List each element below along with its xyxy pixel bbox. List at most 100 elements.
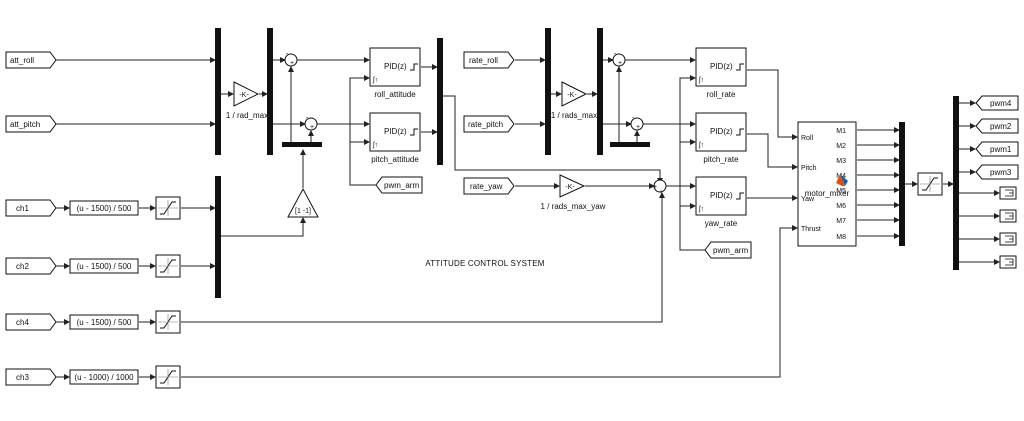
saturation-block-ch3[interactable] <box>155 365 181 389</box>
from-tag-ch1[interactable]: ch1 <box>5 199 57 217</box>
svg-text:pwm4: pwm4 <box>990 99 1012 108</box>
svg-text:1 / rads_max: 1 / rads_max <box>551 111 597 120</box>
goto-tag-pwm4[interactable]: pwm4 <box>975 95 1019 111</box>
goto-tag-pwm2[interactable]: pwm2 <box>975 118 1019 134</box>
terminator-m7[interactable] <box>999 232 1017 246</box>
svg-text:(u - 1500) / 500: (u - 1500) / 500 <box>77 262 132 271</box>
bus-att-feedback <box>282 142 322 147</box>
svg-text:PID(z): PID(z) <box>710 62 733 71</box>
svg-text:ʃ↑: ʃ↑ <box>698 206 704 213</box>
sum-block-pitch-rate[interactable]: - + <box>630 115 644 131</box>
fcn-block-ch3[interactable]: (u - 1000) / 1000 <box>69 369 139 385</box>
svg-text:PID(z): PID(z) <box>710 191 733 200</box>
goto-tag-pwm-arm-attitude[interactable]: pwm_arm <box>375 176 423 194</box>
svg-text:ʃ↑: ʃ↑ <box>698 77 704 84</box>
svg-text:M5: M5 <box>836 188 846 195</box>
svg-text:PID(z): PID(z) <box>710 127 733 136</box>
saturation-block-motor[interactable] <box>917 172 943 196</box>
svg-text:PID(z): PID(z) <box>384 62 407 71</box>
svg-text:ch3: ch3 <box>16 373 29 382</box>
from-tag-rate-roll[interactable]: rate_roll <box>463 51 515 69</box>
goto-tag-pwm1[interactable]: pwm1 <box>975 141 1019 157</box>
goto-tag-pwm-arm-rate[interactable]: pwm_arm <box>704 241 752 259</box>
svg-text:M7: M7 <box>836 218 846 225</box>
svg-text:+: + <box>659 189 663 196</box>
svg-text:-: - <box>286 51 289 58</box>
sum-block-roll-att[interactable]: - + <box>284 51 298 67</box>
from-tag-att-pitch[interactable]: att_pitch <box>5 115 57 133</box>
svg-text:+: + <box>290 60 294 67</box>
pid-block-pitch-rate[interactable]: PID(z) ʃ↑ pitch_rate <box>695 112 747 164</box>
diagram-title: ATTITUDE CONTROL SYSTEM <box>425 259 544 268</box>
svg-text:+: + <box>618 60 622 67</box>
svg-text:pwm_arm: pwm_arm <box>384 181 419 190</box>
svg-text:M6: M6 <box>836 203 846 210</box>
svg-text:rate_yaw: rate_yaw <box>470 182 503 191</box>
svg-text:-: - <box>306 115 309 122</box>
demux-motor <box>953 96 959 270</box>
matlab-function-icon <box>836 174 848 186</box>
saturation-block-ch2[interactable] <box>155 254 181 278</box>
sum-block-pitch-att[interactable]: - + <box>304 115 318 131</box>
mux-motor <box>899 122 905 246</box>
motor-mixer-block[interactable]: Roll Pitch Yaw Thrust M1 M2 M3 M4 M5 M6 … <box>797 121 857 247</box>
svg-text:-K-: -K- <box>565 184 575 191</box>
demux-rate <box>597 28 603 155</box>
svg-text:Thrust: Thrust <box>801 226 821 233</box>
terminator-m6[interactable] <box>999 209 1017 223</box>
svg-text:(u - 1000) / 1000: (u - 1000) / 1000 <box>74 373 134 382</box>
svg-text:-K-: -K- <box>239 92 249 99</box>
svg-text:1 / rad_max: 1 / rad_max <box>226 111 268 120</box>
bus-rate-feedback <box>610 142 650 147</box>
gain-block-rads-max[interactable]: -K- 1 / rads_max <box>551 81 597 120</box>
sum-block-yaw[interactable]: + + <box>653 179 667 196</box>
svg-text:ch1: ch1 <box>16 204 29 213</box>
from-tag-ch3[interactable]: ch3 <box>5 368 57 386</box>
svg-text:M2: M2 <box>836 143 846 150</box>
pid-block-roll-rate[interactable]: PID(z) ʃ↑ roll_rate <box>695 47 747 99</box>
svg-text:M3: M3 <box>836 158 846 165</box>
gain-block-rads-max-yaw[interactable]: -K- 1 / rads_max_yaw <box>541 174 606 211</box>
pid-block-pitch-attitude[interactable]: PID(z) ʃ↑ pitch_attitude <box>369 112 421 164</box>
svg-text:Yaw: Yaw <box>801 196 815 203</box>
svg-text:pwm3: pwm3 <box>990 168 1012 177</box>
from-tag-ch4[interactable]: ch4 <box>5 313 57 331</box>
svg-text:att_roll: att_roll <box>10 56 34 65</box>
svg-text:pwm_arm: pwm_arm <box>713 246 748 255</box>
gain-block-matrix[interactable]: [1 -1] <box>287 187 319 218</box>
goto-tag-pwm3[interactable]: pwm3 <box>975 164 1019 180</box>
svg-text:M8: M8 <box>836 234 846 241</box>
svg-text:+: + <box>310 124 314 131</box>
pid-block-yaw-rate[interactable]: PID(z) ʃ↑ yaw_rate <box>695 176 747 228</box>
svg-text:[1 -1]: [1 -1] <box>295 208 311 215</box>
svg-text:att_pitch: att_pitch <box>10 120 40 129</box>
fcn-block-ch4[interactable]: (u - 1500) / 500 <box>69 314 139 330</box>
svg-text:pwm2: pwm2 <box>990 122 1012 131</box>
from-tag-att-roll[interactable]: att_roll <box>5 51 57 69</box>
pid-block-roll-attitude[interactable]: PID(z) ʃ↑ roll_attitude <box>369 47 421 99</box>
mux-ch <box>215 176 221 298</box>
sum-block-roll-rate[interactable]: - + <box>612 51 626 67</box>
fcn-block-ch1[interactable]: (u - 1500) / 500 <box>69 200 139 216</box>
fcn-block-ch2[interactable]: (u - 1500) / 500 <box>69 258 139 274</box>
svg-text:motor_mixer: motor_mixer <box>805 189 850 198</box>
terminator-m5[interactable] <box>999 186 1017 200</box>
from-tag-ch2[interactable]: ch2 <box>5 257 57 275</box>
svg-text:pitch_rate: pitch_rate <box>703 155 739 164</box>
svg-text:+: + <box>636 124 640 131</box>
terminator-m8[interactable] <box>999 255 1017 269</box>
gain-block-rad-max[interactable]: -K- 1 / rad_max <box>226 81 268 120</box>
svg-text:roll_attitude: roll_attitude <box>374 90 416 99</box>
from-tag-rate-yaw[interactable]: rate_yaw <box>463 177 515 195</box>
from-tag-rate-pitch[interactable]: rate_pitch <box>463 115 515 133</box>
svg-text:PID(z): PID(z) <box>384 127 407 136</box>
svg-text:rate_roll: rate_roll <box>469 56 498 65</box>
svg-text:ʃ↑: ʃ↑ <box>372 77 378 84</box>
svg-text:+: + <box>653 184 657 191</box>
svg-text:ʃ↑: ʃ↑ <box>698 142 704 149</box>
svg-text:Roll: Roll <box>801 135 814 142</box>
svg-text:(u - 1500) / 500: (u - 1500) / 500 <box>77 318 132 327</box>
saturation-block-ch1[interactable] <box>155 196 181 220</box>
saturation-block-ch4[interactable] <box>155 310 181 334</box>
